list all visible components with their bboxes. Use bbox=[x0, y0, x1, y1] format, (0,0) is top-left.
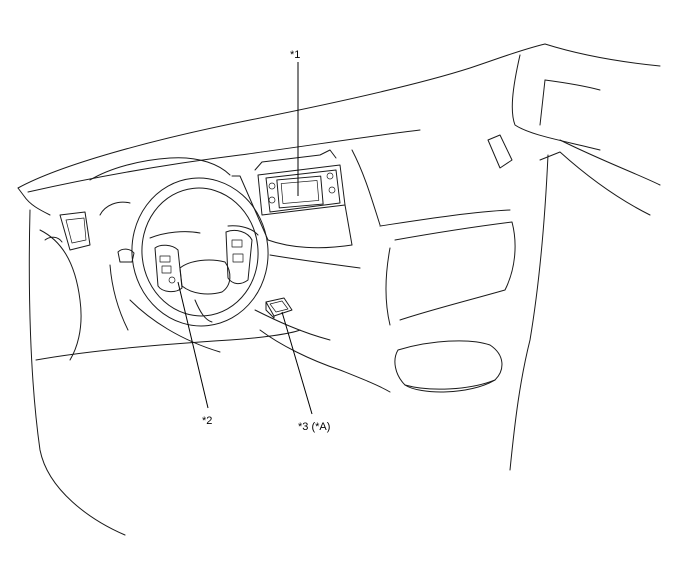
steering-wheel bbox=[131, 177, 269, 327]
instrument-cluster bbox=[44, 157, 231, 331]
floor-tray bbox=[394, 340, 503, 393]
glove-box bbox=[269, 209, 516, 326]
windshield-pillar bbox=[487, 43, 661, 471]
callout-label-2: *2 bbox=[202, 415, 212, 427]
center-stack bbox=[231, 149, 381, 249]
leader-line-2 bbox=[177, 281, 209, 409]
steering-column bbox=[129, 299, 391, 393]
callout-label-3: *3 (*A) bbox=[298, 421, 330, 433]
dashboard-outline bbox=[17, 43, 546, 536]
callout-label-1: *1 bbox=[290, 49, 300, 61]
leader-line-3 bbox=[281, 311, 313, 415]
lower-switch bbox=[265, 297, 293, 319]
